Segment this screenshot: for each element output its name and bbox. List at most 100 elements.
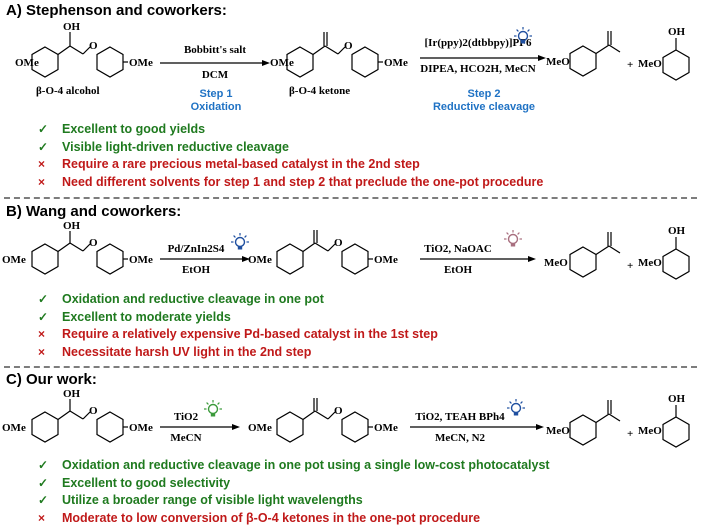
oh-label: OH	[668, 225, 686, 237]
acetophenone-product: MeO	[546, 31, 620, 76]
ome-label: OMe	[270, 57, 294, 69]
ome-label: OMe	[2, 254, 26, 266]
point-text: Need different solvents for step 1 and s…	[62, 175, 543, 189]
list-item: ×Necessitate harsh UV light in the 2nd s…	[38, 344, 438, 362]
beta-o-4-ketone-structure: OMe O OMe	[248, 398, 398, 442]
point-text: Moderate to low conversion of β-O-4 keto…	[62, 511, 480, 525]
list-item: ✓Visible light-driven reductive cleavage	[38, 139, 543, 157]
step1-line1: Step 1	[168, 88, 264, 101]
reaction-arrow-1: Bobbitt's salt DCM	[160, 44, 270, 81]
list-item: ×Require a relatively expensive Pd-based…	[38, 326, 438, 344]
lightbulb-icon	[204, 400, 222, 417]
meo-label: MeO	[638, 257, 662, 269]
ome-label: OMe	[15, 57, 39, 69]
plus-sign: +	[627, 59, 633, 71]
ome-label: OMe	[129, 422, 153, 434]
meo-label: MeO	[638, 425, 662, 437]
o-label: O	[344, 40, 353, 52]
list-item: ✓Excellent to good selectivity	[38, 475, 550, 493]
section-a-points: ✓Excellent to good yields ✓Visible light…	[38, 121, 543, 191]
reagent-label: MeCN	[170, 432, 201, 444]
step1-line2: Oxidation	[168, 101, 264, 114]
cross-icon: ×	[38, 510, 62, 527]
cross-icon: ×	[38, 326, 62, 344]
list-item: ✓Oxidation and reductive cleavage in one…	[38, 457, 550, 475]
list-item: ✓Oxidation and reductive cleavage in one…	[38, 291, 438, 309]
cross-icon: ×	[38, 156, 62, 174]
reagent-label: TiO2, TEAH BPh4	[415, 411, 505, 423]
meo-label: MeO	[638, 58, 662, 70]
list-item: ×Need different solvents for step 1 and …	[38, 174, 543, 192]
beta-o-4-ketone-structure: OMe O OMe	[248, 230, 398, 274]
section-b-title: B) Wang and coworkers:	[6, 203, 181, 220]
methoxyphenol-product: OH MeO	[638, 225, 689, 279]
oh-label: OH	[63, 388, 81, 400]
plus-sign: +	[627, 260, 633, 272]
methoxyphenol-product: OH MeO	[638, 26, 689, 80]
point-text: Necessitate harsh UV light in the 2nd st…	[62, 345, 311, 359]
list-item: ×Require a rare precious metal-based cat…	[38, 156, 543, 174]
o-label: O	[334, 405, 343, 417]
cross-icon: ×	[38, 344, 62, 362]
section-divider	[4, 197, 697, 199]
acetophenone-product: MeO	[546, 400, 620, 445]
reagent-label: Pd/ZnIn2S4	[168, 243, 225, 255]
check-icon: ✓	[38, 457, 62, 475]
reaction-arrow-2: [Ir(ppy)2(dtbbpy)]PF6 DIPEA, HCO2H, MeCN	[420, 27, 546, 75]
scheme-b: OMe OH O OMe Pd/ZnIn2S4 EtOH	[0, 221, 701, 293]
list-item: ✓Excellent to good yields	[38, 121, 543, 139]
reaction-arrow-2: TiO2, TEAH BPh4 MeCN, N2	[410, 399, 544, 444]
alcohol-label: β-O-4 alcohol	[36, 85, 100, 97]
check-icon: ✓	[38, 291, 62, 309]
reagent-label: [Ir(ppy)2(dtbbpy)]PF6	[425, 37, 532, 49]
reagent-label: TiO2	[174, 411, 199, 423]
oh-label: OH	[63, 220, 81, 232]
beta-o-4-ketone-structure: OMe O OMe β-O-4 ketone	[270, 32, 408, 97]
cross-icon: ×	[38, 174, 62, 192]
plus-sign: +	[627, 428, 633, 440]
reagent-label: TiO2, NaOAC	[424, 243, 492, 255]
reagent-label: MeCN, N2	[435, 432, 486, 444]
lightbulb-icon	[507, 399, 525, 416]
step2-line1: Step 2	[428, 88, 540, 101]
step2-caption: Step 2 Reductive cleavage	[428, 88, 540, 114]
beta-o-4-alcohol-structure: OMe OH O OMe β-O-4 alcohol	[15, 21, 153, 97]
check-icon: ✓	[38, 492, 62, 510]
section-a-title: A) Stephenson and coworkers:	[6, 2, 227, 19]
oh-label: OH	[668, 26, 686, 38]
reagent-label: Bobbitt's salt	[184, 44, 246, 56]
list-item: ✓Excellent to moderate yields	[38, 309, 438, 327]
o-label: O	[89, 40, 98, 52]
methoxyphenol-product: OH MeO	[638, 393, 689, 447]
meo-label: MeO	[544, 257, 568, 269]
point-text: Oxidation and reductive cleavage in one …	[62, 458, 550, 472]
ketone-label: β-O-4 ketone	[289, 85, 350, 97]
point-text: Excellent to moderate yields	[62, 310, 231, 324]
point-text: Visible light-driven reductive cleavage	[62, 140, 289, 154]
check-icon: ✓	[38, 475, 62, 493]
point-text: Oxidation and reductive cleavage in one …	[62, 292, 324, 306]
ome-label: OMe	[374, 422, 398, 434]
scheme-a: OMe OH O OMe β-O-4 alcohol Bobbitt's sal…	[0, 20, 701, 112]
lightbulb-icon	[231, 233, 249, 250]
point-text: Require a rare precious metal-based cata…	[62, 157, 420, 171]
o-label: O	[334, 237, 343, 249]
meo-label: MeO	[546, 425, 570, 437]
beta-o-4-alcohol-structure: OMe OH O OMe	[2, 220, 153, 274]
reagent-label: DIPEA, HCO2H, MeCN	[420, 63, 536, 75]
point-text: Require a relatively expensive Pd-based …	[62, 327, 438, 341]
oh-label: OH	[668, 393, 686, 405]
beta-o-4-alcohol-structure: OMe OH O OMe	[2, 388, 153, 442]
ome-label: OMe	[2, 422, 26, 434]
lightbulb-icon	[504, 230, 522, 247]
section-c-title: C) Our work:	[6, 371, 97, 388]
section-divider	[4, 366, 697, 368]
reaction-arrow-1: Pd/ZnIn2S4 EtOH	[160, 233, 250, 276]
list-item: ✓Utilize a broader range of visible ligh…	[38, 492, 550, 510]
reagent-label: EtOH	[444, 264, 473, 276]
section-b-points: ✓Oxidation and reductive cleavage in one…	[38, 291, 438, 361]
point-text: Excellent to good selectivity	[62, 476, 230, 490]
reagent-label: DCM	[202, 69, 229, 81]
reagent-label: EtOH	[182, 264, 211, 276]
acetophenone-product: MeO	[544, 232, 620, 277]
